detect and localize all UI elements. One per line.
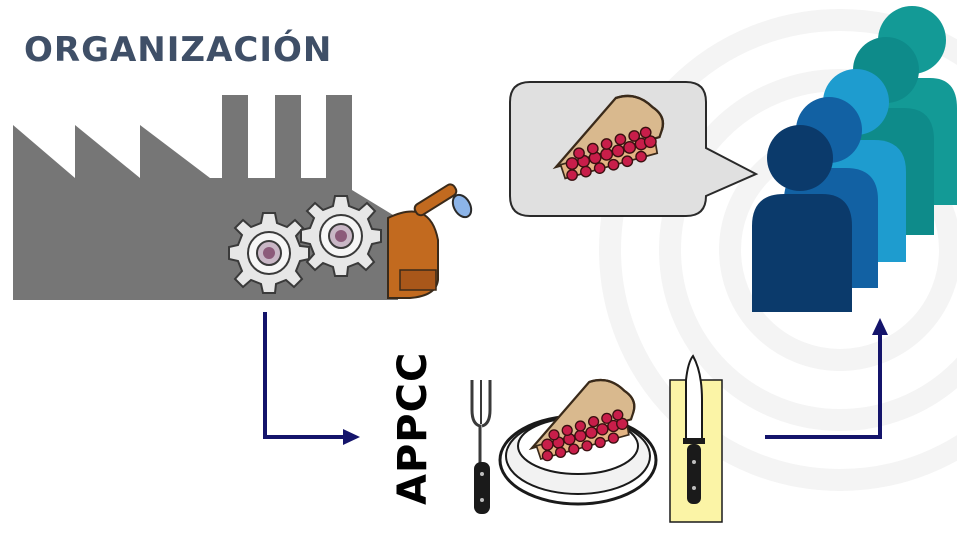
fork-icon xyxy=(470,380,492,514)
person-1 xyxy=(752,125,852,312)
arrow-head-up xyxy=(872,318,888,335)
flow-arrow-to-appcc xyxy=(263,312,345,439)
flow-arrow-to-consumers xyxy=(765,332,882,439)
people-group-icon xyxy=(752,6,957,312)
arrow-head-right xyxy=(343,429,360,445)
page-title: ORGANIZACIÓN xyxy=(24,30,333,70)
knife-icon xyxy=(669,354,723,523)
process-label: APPCC xyxy=(390,351,436,505)
food-machine-icon xyxy=(387,183,473,299)
